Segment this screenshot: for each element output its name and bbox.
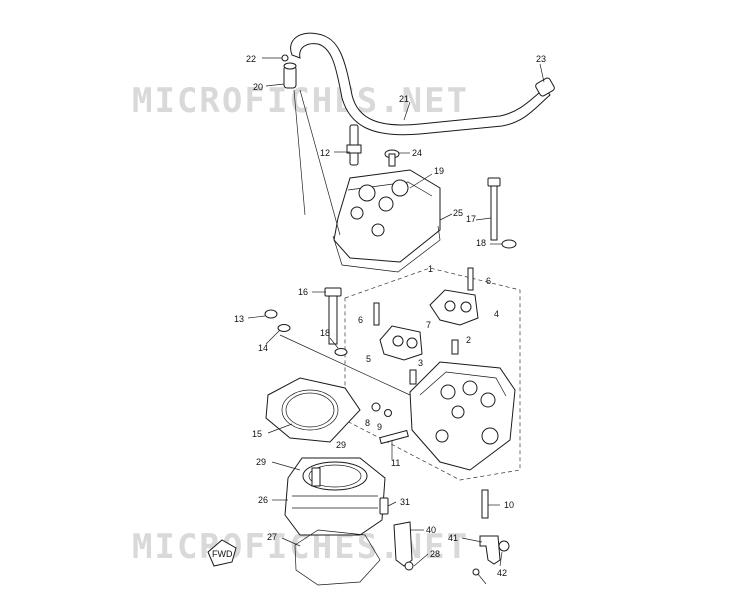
callout-7: 7 — [426, 320, 431, 330]
callout-30: 31 — [400, 497, 410, 507]
callout-6-b: 6 — [358, 315, 363, 325]
stud-bolt — [379, 429, 409, 445]
watermark-top: MICROFICHES.NET — [132, 81, 469, 121]
callout-23: 23 — [536, 54, 546, 64]
callout-15: 15 — [252, 429, 262, 439]
callout-labels: 22 20 21 23 12 24 19 25 17 18 1 6 16 4 1… — [234, 54, 546, 578]
head-bolt-long — [487, 177, 501, 241]
breather-hose — [290, 32, 551, 136]
callout-4: 4 — [494, 309, 499, 319]
fwd-label: FWD — [212, 549, 233, 559]
callout-20: 20 — [253, 82, 263, 92]
callout-9: 9 — [377, 422, 382, 432]
cover-gasket — [332, 225, 441, 273]
spark-plug — [346, 124, 362, 166]
callout-3: 3 — [418, 358, 423, 368]
cylinder-bolt — [379, 497, 389, 515]
callout-13: 13 — [234, 314, 244, 324]
callout-2: 2 — [466, 335, 471, 345]
small-washer — [384, 409, 392, 417]
callout-26: 26 — [258, 495, 268, 505]
hose-fitting — [281, 54, 297, 89]
callout-27: 27 — [267, 532, 277, 542]
water-pipe — [393, 521, 414, 571]
small-plug — [371, 402, 381, 412]
camshaft-cap-upper — [429, 289, 479, 326]
callout-19: 19 — [434, 166, 444, 176]
callout-10: 10 — [504, 500, 514, 510]
callout-21: 21 — [399, 94, 409, 104]
head-gasket — [265, 377, 361, 443]
camshaft-cap-lower — [379, 325, 423, 361]
cylinder-block — [284, 457, 386, 536]
leader-lines — [247, 57, 545, 585]
callout-12: 12 — [320, 148, 330, 158]
callout-41: 42 — [497, 568, 507, 578]
base-gasket — [294, 529, 381, 586]
callout-6-a: 6 — [486, 276, 491, 286]
head-cover — [333, 169, 441, 263]
callout-31: 40 — [426, 525, 436, 535]
cap-bolt-a — [467, 267, 474, 291]
cap-bolt-b — [373, 302, 380, 326]
callout-40: 41 — [448, 533, 458, 543]
dowel-pin-b — [409, 369, 417, 385]
flange-bolt — [264, 309, 278, 319]
callout-24: 24 — [412, 148, 422, 158]
callout-22: 22 — [246, 54, 256, 64]
callout-17: 17 — [466, 214, 476, 224]
callout-18-a: 18 — [476, 238, 486, 248]
washer-b — [334, 348, 348, 356]
callout-29-a: 29 — [336, 440, 346, 450]
callout-18-b: 18 — [320, 328, 330, 338]
callout-25: 25 — [453, 208, 463, 218]
washer-c — [277, 324, 291, 332]
callout-5: 5 — [366, 354, 371, 364]
callout-14: 14 — [258, 343, 268, 353]
callout-29-b: 29 — [256, 457, 266, 467]
dowel-pin — [451, 339, 459, 355]
callout-11: 11 — [391, 458, 400, 468]
callout-8: 8 — [365, 418, 370, 428]
fwd-arrow: FWD — [207, 539, 237, 567]
callout-28: 28 — [430, 549, 440, 559]
callout-16: 16 — [298, 287, 308, 297]
cylinder-head — [409, 361, 516, 471]
callout-1: 1 — [428, 264, 433, 274]
washer — [501, 239, 517, 249]
hose-clamp — [535, 77, 555, 97]
cap-bolt — [384, 149, 400, 167]
stud-bolt-10 — [481, 489, 489, 519]
water-elbow — [472, 535, 510, 576]
